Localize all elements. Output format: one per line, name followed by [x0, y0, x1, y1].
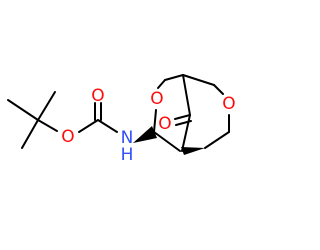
atom-o-ester: O — [61, 127, 74, 147]
bond-top-bridgehead-right — [182, 74, 215, 86]
atom-o-carbonyl: O — [91, 86, 104, 106]
bond-ester-o-to-carbonyl-c — [78, 119, 99, 133]
bond-ring-o-left-ch2 — [157, 79, 166, 89]
bond-ketone-double-b — [175, 120, 192, 126]
bond-ketone-double-a — [174, 114, 191, 120]
bond-tbu-methyl-left — [7, 99, 39, 121]
bond-right-o-top — [213, 84, 224, 95]
atom-o-ring-left: O — [150, 89, 163, 109]
bond-bottom-wedge — [181, 147, 205, 155]
molecule-canvas: O O N H O O O — [7, 74, 236, 165]
bond-ring-ch2-top — [164, 74, 184, 81]
bond-carbonyl-c-to-n — [97, 119, 118, 133]
bond-bottom-bridge — [181, 114, 191, 152]
bond-right-ch2-bottom — [204, 131, 230, 149]
bond-ring-c1-o-left — [153, 109, 157, 133]
atom-o-ketone: O — [158, 114, 171, 134]
bond-n-wedge — [133, 126, 157, 143]
bond-top-bridge — [182, 74, 191, 116]
atom-o-ring-right: O — [222, 94, 235, 114]
bond-ring-c1-c2 — [153, 131, 181, 152]
bond-tbu-methyl-top — [37, 91, 56, 121]
bond-tbu-to-ester-o — [37, 119, 58, 132]
atom-n: N — [121, 128, 134, 148]
bond-tbu-methyl-bottom — [21, 119, 39, 149]
structure-diagram: O O N H O O O — [7, 74, 236, 165]
atom-n-h: H — [121, 145, 134, 165]
